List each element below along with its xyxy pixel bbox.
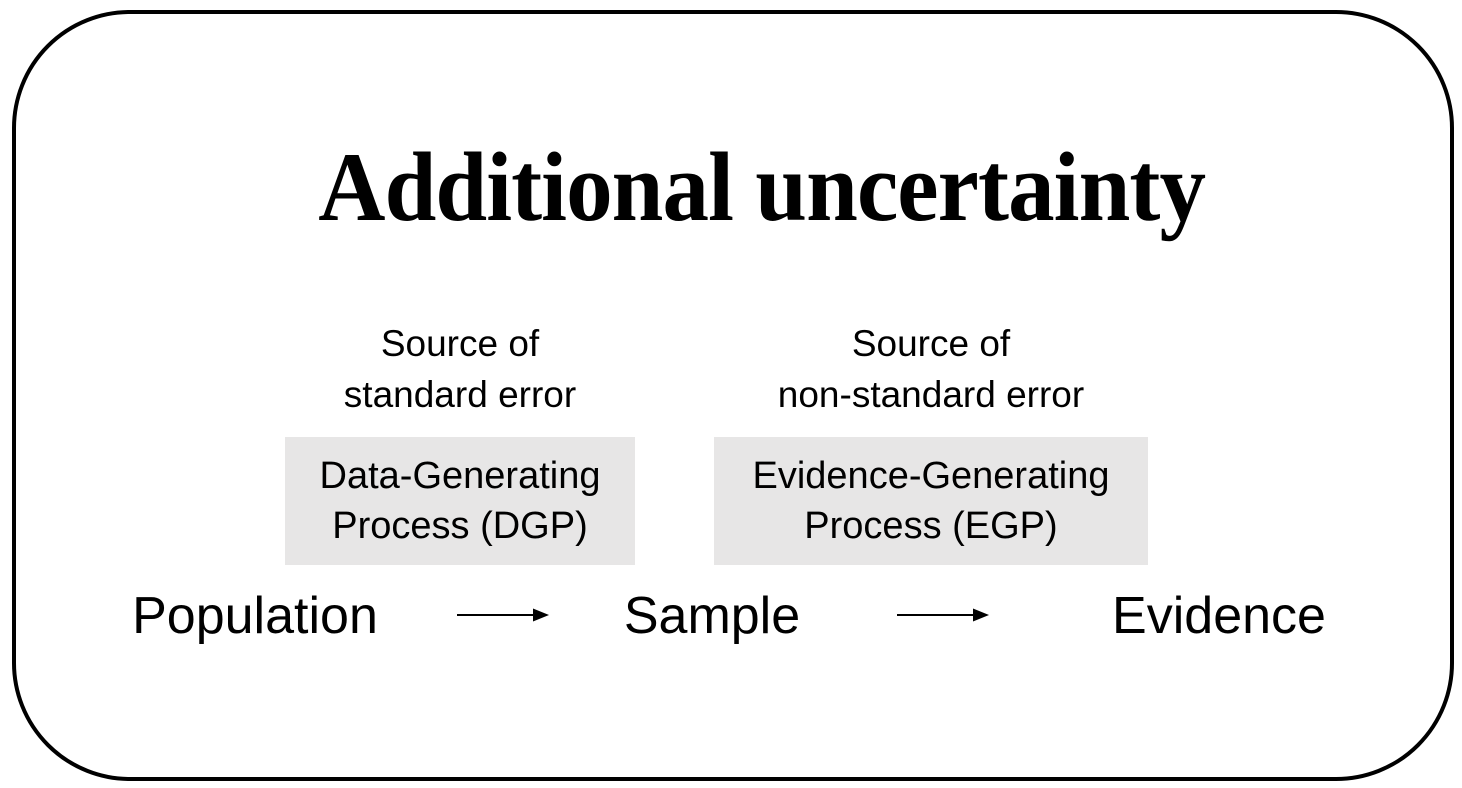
flow-node-evidence: Evidence [1112, 587, 1326, 645]
process-box-line: Evidence-Generating [752, 455, 1110, 497]
source-label-line: Source of [851, 323, 1011, 364]
slide-border-frame [12, 10, 1454, 781]
source-label-line: non-standard error [777, 374, 1085, 415]
source-label-line: Source of [380, 323, 540, 364]
source-of-non-standard-error-label: Source of non-standard error [714, 318, 1148, 420]
flow-node-population: Population [132, 587, 378, 645]
source-of-standard-error-label: Source of standard error [280, 318, 640, 420]
right-arrow-icon [457, 608, 549, 622]
egp-process-box: Evidence-Generating Process (EGP) [714, 437, 1148, 565]
flow-node-sample: Sample [623, 587, 801, 645]
process-box-line: Data-Generating [319, 455, 601, 497]
process-box-line: Process (EGP) [804, 505, 1058, 547]
source-label-line: standard error [343, 374, 577, 415]
page-title-text: Additional uncertainty [318, 133, 1207, 242]
dgp-process-box: Data-Generating Process (DGP) [285, 437, 635, 565]
right-arrow-icon [897, 608, 989, 622]
page-title: Additional uncertainty [62, 138, 1462, 265]
process-box-line: Process (DGP) [332, 505, 588, 547]
